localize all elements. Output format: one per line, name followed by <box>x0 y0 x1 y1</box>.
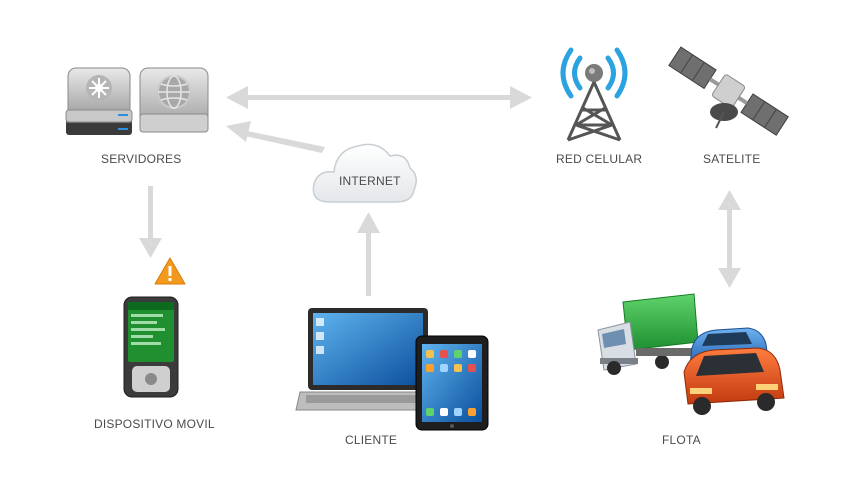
cell-tower-icon <box>560 47 628 142</box>
label-flota: FLOTA <box>662 433 701 447</box>
arrow-servidores-dispositivo <box>139 186 162 258</box>
label-red-celular: RED CELULAR <box>556 152 643 166</box>
server-icon <box>65 67 133 135</box>
satellite-icon <box>668 46 789 136</box>
arrow-servidores-red-celular <box>226 86 532 109</box>
internet-cloud-icon <box>312 143 417 203</box>
label-internet: INTERNET <box>339 174 401 188</box>
mobile-device-icon <box>123 296 179 398</box>
label-dispositivo-movil: DISPOSITIVO MOVIL <box>94 417 215 431</box>
orange-car-icon <box>683 347 785 415</box>
arrow-internet-servidores <box>226 121 325 153</box>
label-servidores: SERVIDORES <box>101 152 182 166</box>
globe-server-icon <box>139 67 209 133</box>
arrow-cliente-internet <box>357 212 380 296</box>
label-satelite: SATELITE <box>703 152 761 166</box>
arrow-satelite-flota <box>718 190 741 288</box>
tablet-icon <box>415 335 489 431</box>
laptop-icon <box>295 308 441 411</box>
truck-icon <box>597 293 699 375</box>
label-cliente: CLIENTE <box>345 433 398 447</box>
warning-icon <box>154 257 186 285</box>
